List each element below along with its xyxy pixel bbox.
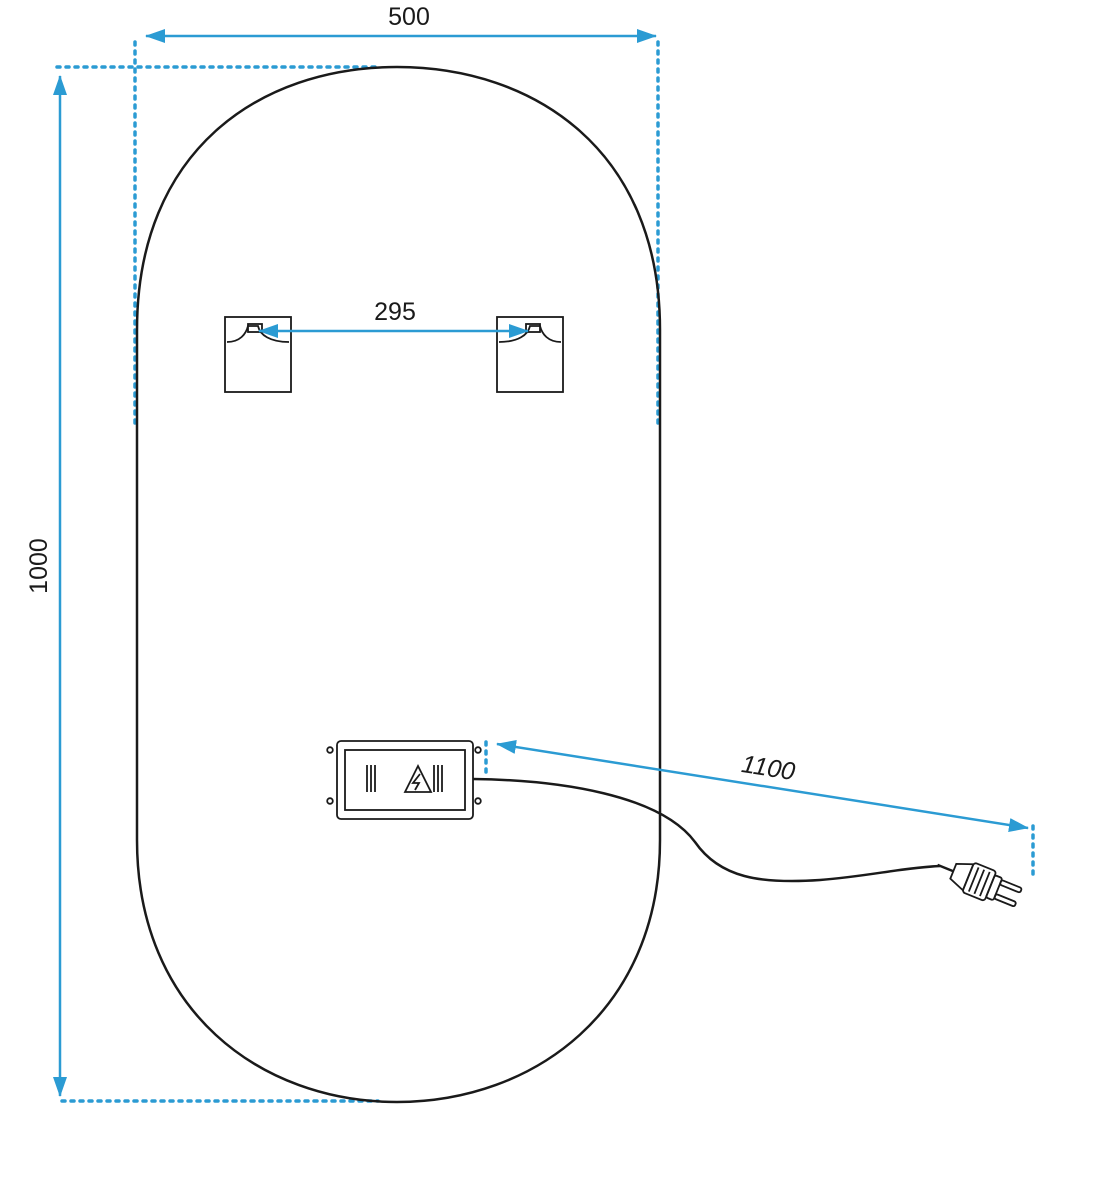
height-dimension: 1000 [25, 75, 67, 1097]
width-label: 500 [388, 3, 430, 31]
cable-length-dimension: 1100 [496, 740, 1029, 832]
left-hanging-bracket [224, 316, 292, 393]
mirror-outline [135, 65, 662, 1104]
vent-slots-right-icon [433, 765, 443, 792]
cable-length-label: 1100 [740, 750, 798, 786]
bracket-spacing-label: 295 [374, 298, 416, 326]
electrical-warning-icon [403, 763, 433, 793]
width-dimension: 500 [145, 3, 657, 43]
right-hanging-bracket [496, 316, 564, 393]
extension-lines [55, 40, 1035, 1103]
driver-box [326, 740, 482, 820]
vent-slots-left-icon [366, 765, 376, 792]
power-cable [472, 777, 941, 883]
bracket-spacing-dimension: 295 [258, 298, 529, 338]
height-label: 1000 [25, 538, 53, 594]
power-plug-icon [937, 862, 1023, 908]
